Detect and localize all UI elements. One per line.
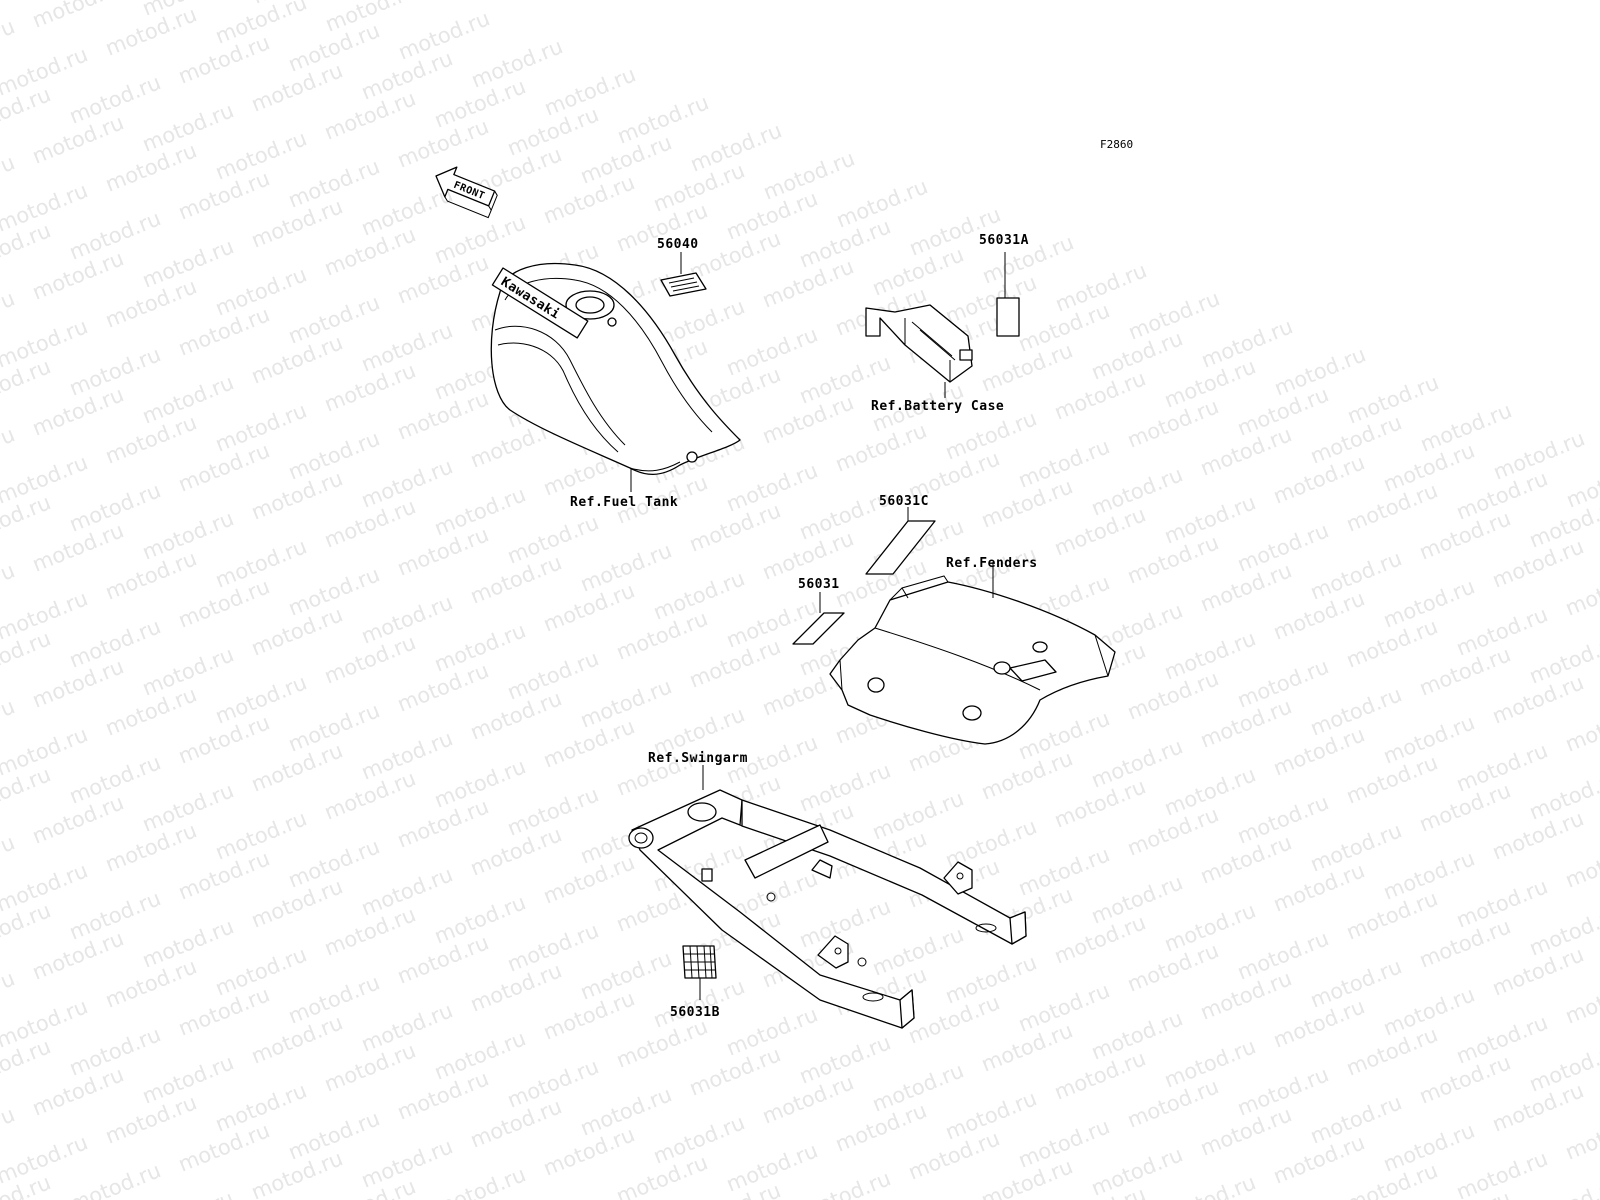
watermark-text: motod.ru: [0, 1102, 18, 1160]
watermark-text: motod.ru: [0, 830, 18, 888]
watermark-text: motod.ru: [431, 1162, 529, 1200]
watermark-text: motod.ru: [29, 0, 127, 33]
decal-56040: [660, 272, 707, 297]
decal-56031b: [682, 945, 717, 979]
battery-case: [865, 304, 973, 383]
watermark-text: motod.ru: [0, 14, 18, 72]
label-56040: 56040: [657, 237, 699, 252]
watermark-text: motod.ru: [66, 1158, 164, 1200]
watermark-text: motod.ru: [1562, 562, 1600, 620]
label-56031: 56031: [798, 577, 840, 592]
label-56031c: 56031C: [879, 494, 929, 509]
ref-fenders: Ref.Fenders: [946, 556, 1038, 571]
watermark-text: motod.ru: [796, 1166, 894, 1200]
decal-56031: [792, 612, 845, 645]
fuel-tank: Kawasaki: [490, 262, 741, 476]
watermark-text: motod.ru: [1526, 1174, 1600, 1200]
watermark-text: motod.ru: [139, 1186, 237, 1200]
ref-swingarm: Ref.Swingarm: [648, 751, 748, 766]
watermark-text: motod.ru: [1161, 1170, 1259, 1200]
figure-id: F2860: [1100, 138, 1133, 151]
watermark-text: motod.ru: [1562, 698, 1600, 756]
watermark-text: motod.ru: [1562, 1106, 1600, 1164]
label-56031a: 56031A: [979, 233, 1029, 248]
watermark-text: motod.ru: [0, 558, 18, 616]
watermark-text: motod.ru: [1562, 834, 1600, 892]
watermark-text: motod.ru: [0, 150, 18, 208]
ref-fuel-tank: Ref.Fuel Tank: [570, 495, 678, 510]
front-arrow-icon: FRONT: [435, 166, 498, 219]
swingarm: [628, 789, 1027, 1029]
decal-56031a: [996, 297, 1020, 337]
ref-battery-case: Ref.Battery Case: [871, 399, 1004, 414]
watermark-text: motod.ru: [0, 694, 18, 752]
rear-fender: [829, 575, 1116, 745]
watermark-text: motod.ru: [0, 422, 18, 480]
decal-56031c: [865, 520, 936, 575]
label-56031b: 56031B: [670, 1005, 720, 1020]
watermark-text: motod.ru: [0, 966, 18, 1024]
watermark-text: motod.ru: [0, 286, 18, 344]
watermark-text: motod.ru: [1562, 970, 1600, 1028]
